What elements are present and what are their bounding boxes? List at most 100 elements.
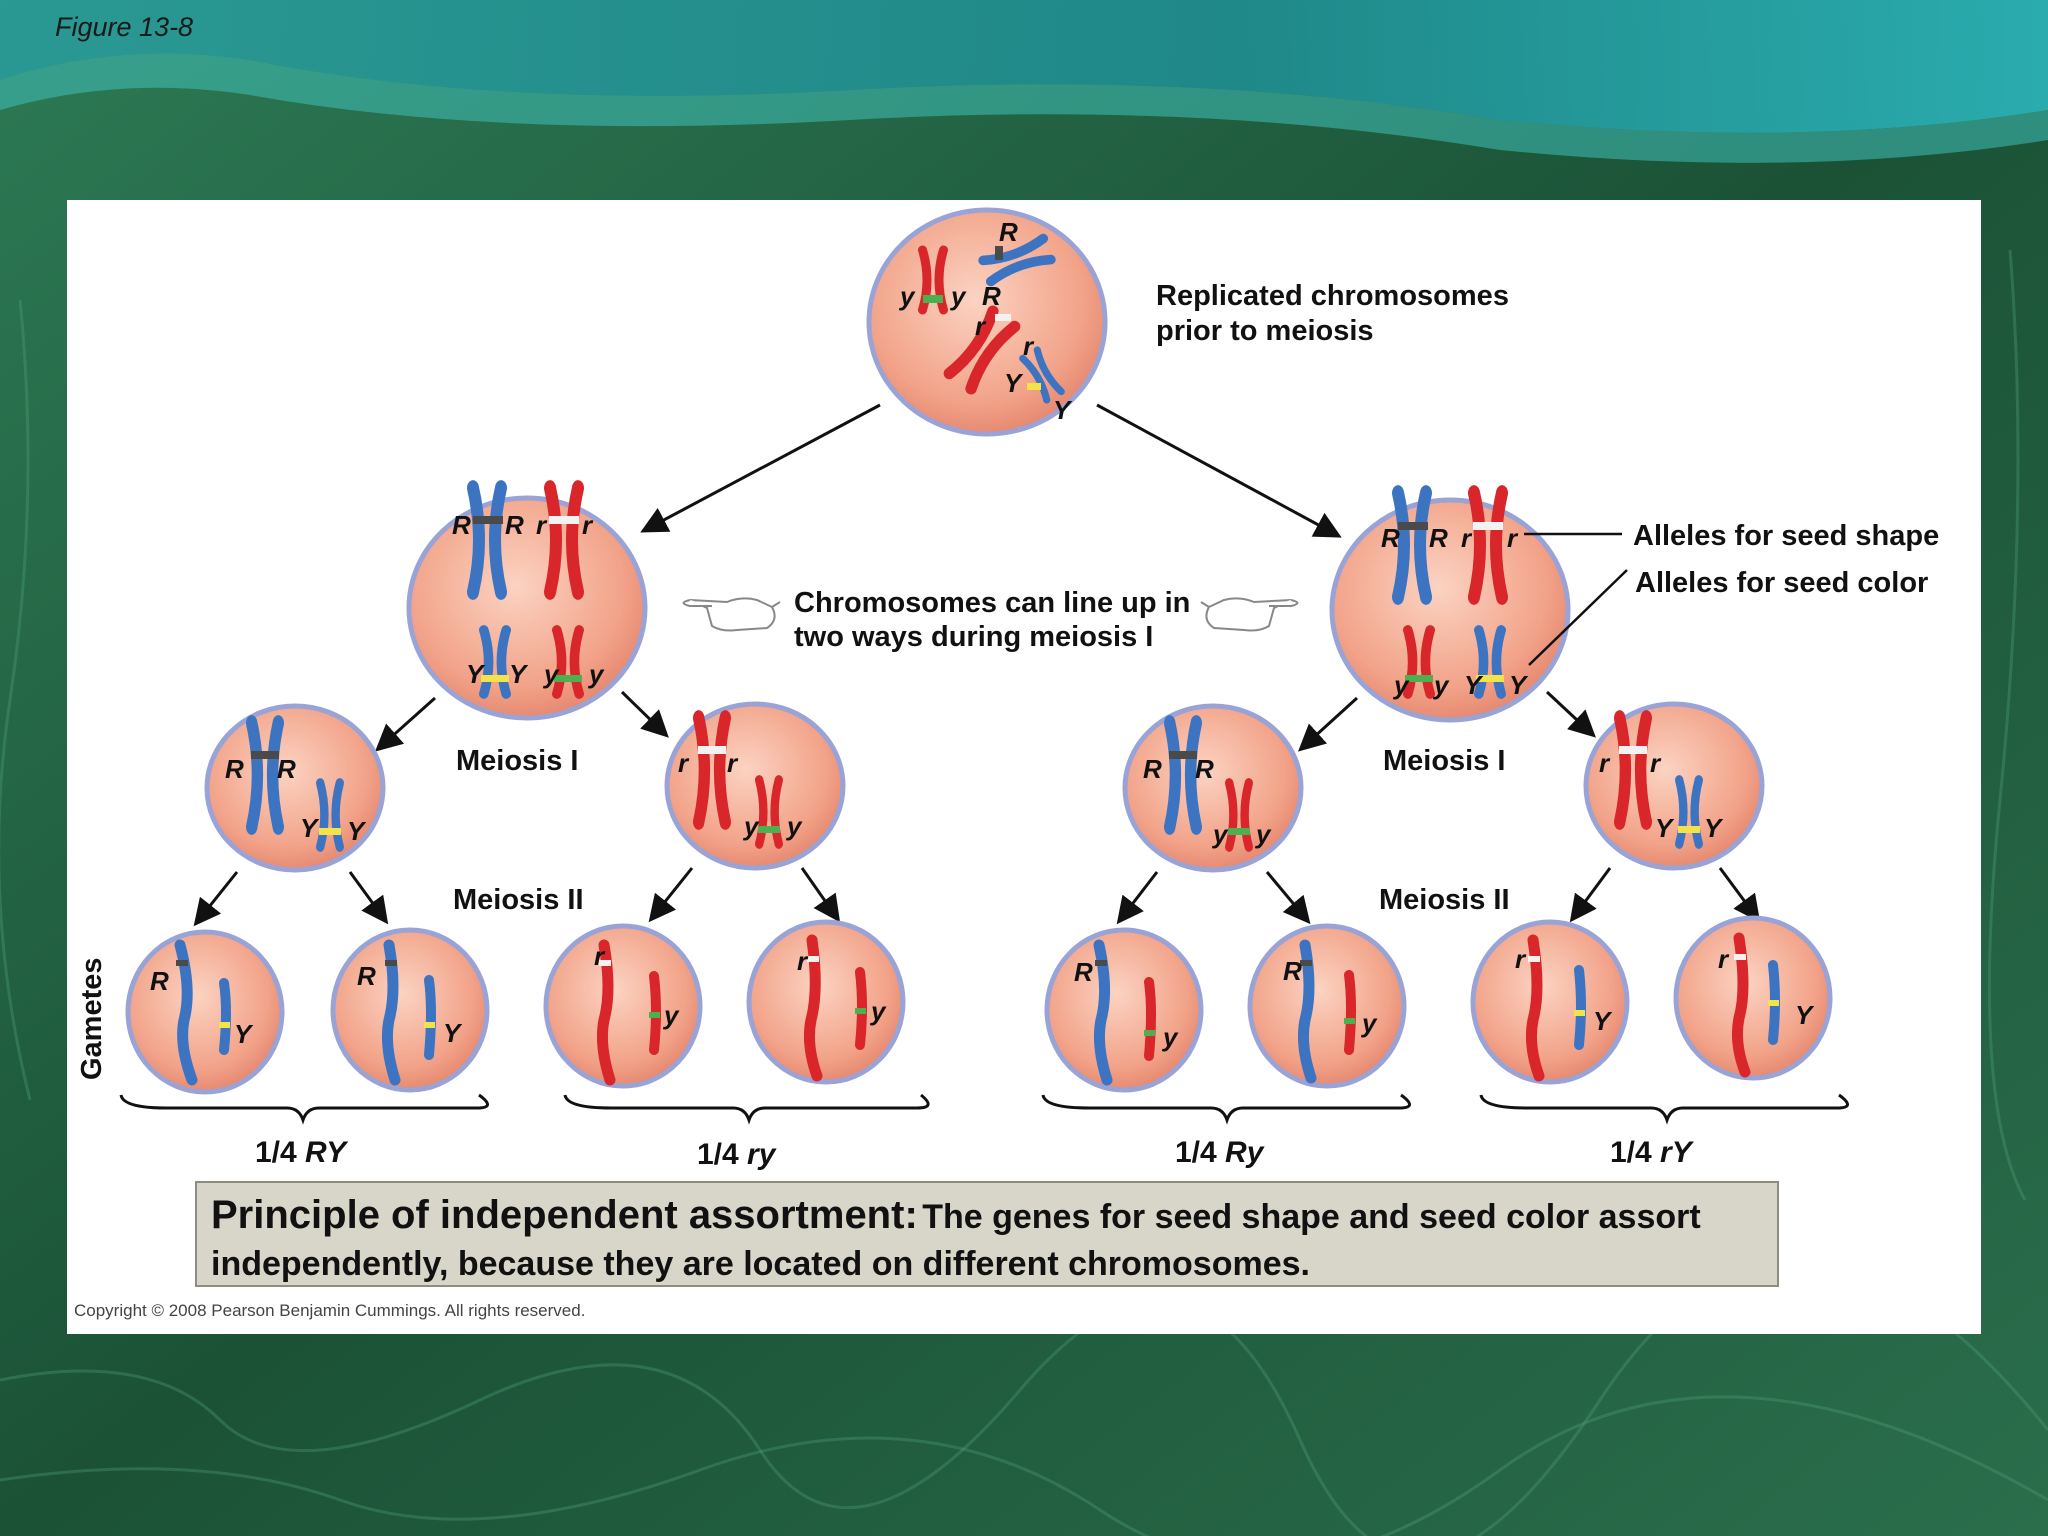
- leader-lines: [1524, 532, 1628, 666]
- arrow: [193, 871, 239, 927]
- meiosis-i-cell-right: R R r r y y Y Y: [1329, 493, 1571, 723]
- pointing-hand-left-icon: [682, 597, 781, 632]
- svg-text:Y: Y: [1004, 368, 1024, 398]
- svg-text:Y: Y: [1795, 1000, 1815, 1030]
- svg-text:y: y: [1161, 1022, 1179, 1052]
- alleles-seed-shape-label: Alleles for seed shape: [1633, 520, 1939, 552]
- svg-text:y: y: [542, 659, 560, 689]
- svg-text:Y: Y: [1053, 395, 1073, 425]
- svg-text:R: R: [505, 510, 524, 540]
- arrow: [1116, 871, 1159, 925]
- svg-text:y: y: [1432, 670, 1450, 700]
- svg-text:R: R: [1381, 523, 1400, 553]
- meiosis-ii-label-left: Meiosis II: [453, 884, 584, 916]
- replicated-label-line1: Replicated chromosomes: [1156, 280, 1509, 312]
- arrow: [648, 867, 694, 923]
- arrows: [193, 403, 1761, 927]
- principle-heading: Principle of independent assortment:: [211, 1193, 918, 1237]
- svg-text:y: y: [742, 811, 760, 841]
- svg-text:Y: Y: [509, 659, 529, 689]
- meiosis-ii-cell-rY: r r Y Y: [1583, 701, 1765, 871]
- svg-text:y: y: [1254, 819, 1272, 849]
- svg-text:Y: Y: [1464, 670, 1484, 700]
- figure-label: Figure 13-8: [55, 12, 194, 42]
- svg-text:R: R: [1195, 754, 1214, 784]
- fraction-RY: 1/4 RY: [255, 1136, 349, 1169]
- svg-text:y: y: [785, 811, 803, 841]
- arrow: [348, 871, 389, 925]
- arrow: [1298, 696, 1359, 752]
- svg-text:r: r: [727, 748, 739, 778]
- chromosomes-line-up-line1: Chromosomes can line up in: [794, 587, 1190, 619]
- alleles-seed-color-label: Alleles for seed color: [1635, 567, 1928, 599]
- gamete-cell: R Y: [125, 929, 285, 1095]
- svg-text:y: y: [587, 659, 605, 689]
- svg-text:r: r: [1515, 944, 1527, 974]
- independent-assortment-diagram: R y y R r r Y Y Replicated chromosomes p…: [76, 207, 1939, 1171]
- arrow: [800, 867, 841, 923]
- meiosis-ii-label-right: Meiosis II: [1379, 884, 1510, 916]
- meiosis-i-label-left: Meiosis I: [456, 745, 579, 777]
- svg-text:Y: Y: [347, 816, 367, 846]
- principle-body: The genes for seed shape and seed color …: [211, 1198, 1701, 1283]
- svg-text:R: R: [150, 966, 169, 996]
- svg-text:r: r: [975, 311, 987, 341]
- svg-text:R: R: [1074, 957, 1093, 987]
- meiosis-ii-cell-ry: r r y y: [664, 701, 846, 871]
- svg-text:r: r: [582, 510, 594, 540]
- svg-text:r: r: [1650, 748, 1662, 778]
- arrow: [640, 403, 881, 533]
- gamete-cell: r y: [746, 919, 906, 1085]
- meiosis-ii-cell-Ry: R R y y: [1122, 703, 1304, 873]
- pointing-hand-right-icon: [1200, 597, 1299, 632]
- gamete-cell: r Y: [1673, 915, 1833, 1081]
- svg-text:R: R: [357, 961, 376, 991]
- arrow: [620, 690, 669, 738]
- svg-text:R: R: [1143, 754, 1162, 784]
- arrow: [1569, 867, 1612, 923]
- svg-text:r: r: [678, 748, 690, 778]
- arrow: [374, 696, 436, 752]
- gamete-cell: r y: [543, 923, 703, 1089]
- copyright-notice: Copyright © 2008 Pearson Benjamin Cummin…: [74, 1301, 586, 1320]
- svg-text:y: y: [949, 281, 967, 311]
- parent-cell: R y y R r r Y Y: [866, 207, 1108, 437]
- diagram-panel: R y y R r r Y Y Replicated chromosomes p…: [67, 200, 1981, 1334]
- meiosis-i-label-right: Meiosis I: [1383, 745, 1506, 777]
- svg-text:R: R: [452, 510, 471, 540]
- svg-text:r: r: [536, 510, 548, 540]
- svg-text:y: y: [662, 1000, 680, 1030]
- svg-text:r: r: [1023, 331, 1035, 361]
- svg-text:Y: Y: [1655, 813, 1675, 843]
- svg-text:R: R: [1429, 523, 1448, 553]
- meiosis-ii-cell-RY: R R Y Y: [204, 703, 386, 873]
- svg-text:R: R: [1283, 956, 1302, 986]
- replicated-label-line2: prior to meiosis: [1156, 315, 1374, 347]
- principle-box: Principle of independent assortment: The…: [195, 1181, 1779, 1287]
- svg-text:r: r: [797, 946, 809, 976]
- svg-text:Y: Y: [1704, 813, 1724, 843]
- svg-text:Y: Y: [234, 1019, 254, 1049]
- arrow: [1718, 867, 1761, 923]
- svg-text:Y: Y: [1509, 670, 1529, 700]
- fraction-rY: 1/4 rY: [1610, 1136, 1695, 1169]
- gametes-label: Gametes: [76, 957, 108, 1080]
- svg-text:R: R: [999, 217, 1018, 247]
- gamete-cell: R y: [1247, 923, 1407, 1089]
- svg-text:Y: Y: [443, 1018, 463, 1048]
- svg-text:R: R: [277, 754, 296, 784]
- svg-text:R: R: [225, 754, 244, 784]
- svg-text:y: y: [869, 996, 887, 1026]
- svg-text:r: r: [1461, 523, 1473, 553]
- svg-text:Y: Y: [1593, 1006, 1613, 1036]
- fraction-ry: 1/4 ry: [697, 1138, 777, 1171]
- svg-text:r: r: [1507, 523, 1519, 553]
- svg-text:y: y: [1360, 1008, 1378, 1038]
- svg-text:y: y: [1211, 819, 1229, 849]
- arrow: [1545, 690, 1596, 738]
- svg-text:r: r: [594, 941, 606, 971]
- svg-text:R: R: [982, 281, 1001, 311]
- gamete-cell: R Y: [330, 927, 490, 1093]
- arrow: [1265, 871, 1311, 925]
- fraction-Ry: 1/4 Ry: [1175, 1136, 1265, 1169]
